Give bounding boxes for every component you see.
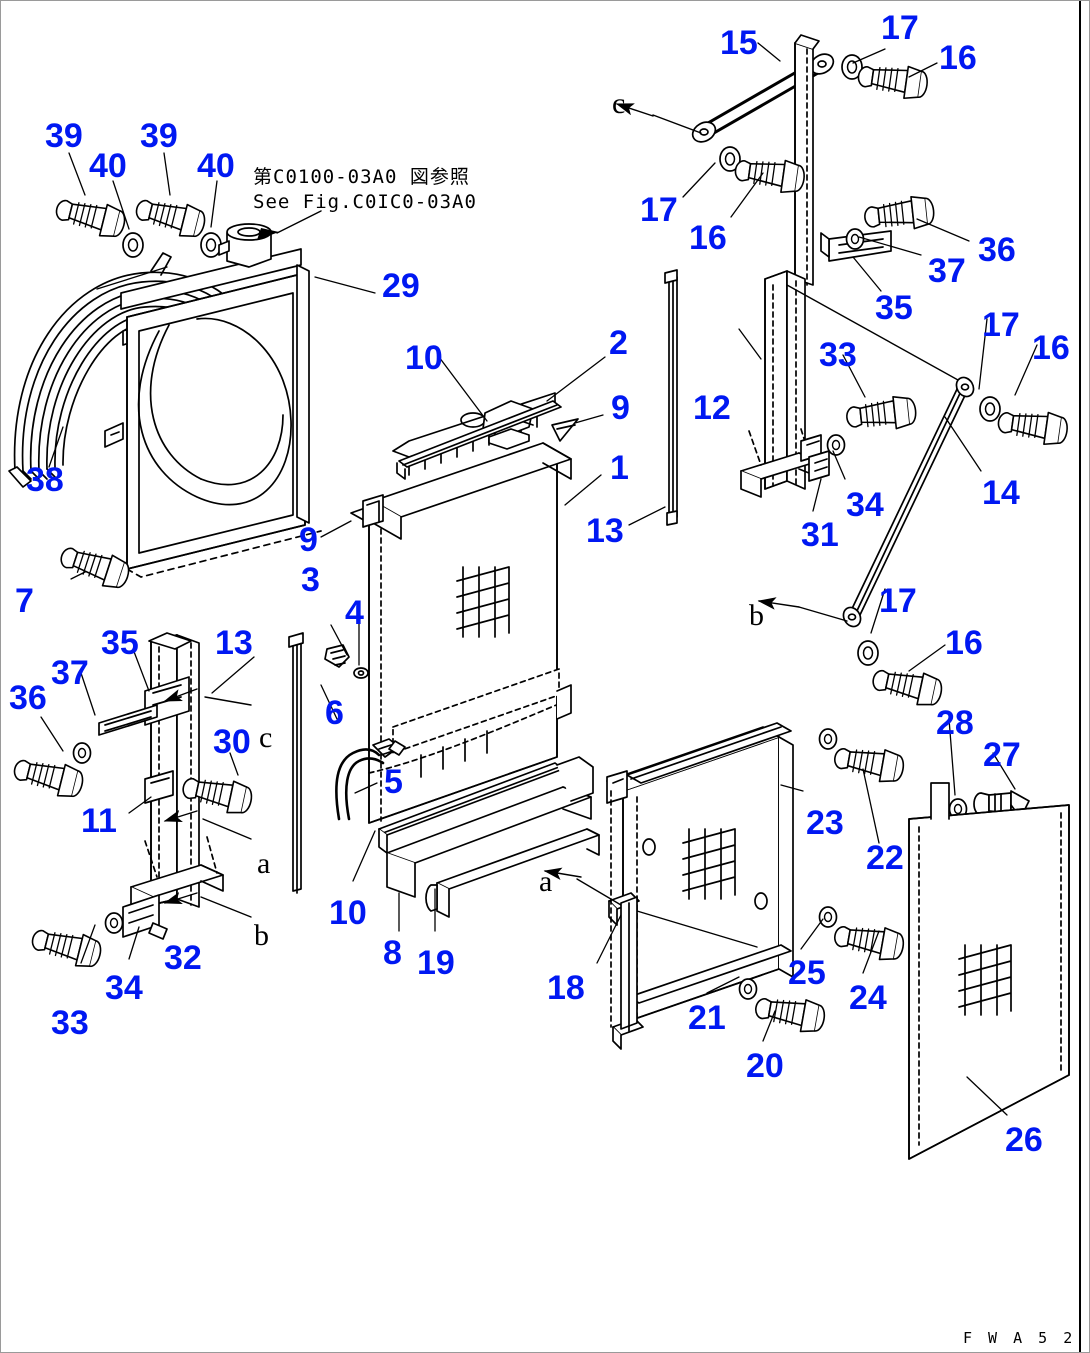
callout-number-21: 21 — [688, 999, 726, 1037]
callout-number-8: 8 — [383, 934, 402, 972]
section-marker-c: c — [612, 87, 626, 120]
callout-number-17: 17 — [640, 191, 678, 229]
callout-number-19: 19 — [417, 944, 455, 982]
callout-number-15: 15 — [720, 24, 758, 62]
callout-number-17: 17 — [879, 582, 917, 620]
callout-number-34: 34 — [846, 486, 884, 524]
callout-number-37: 37 — [51, 654, 89, 692]
callout-number-1: 1 — [610, 449, 629, 487]
callout-number-34: 34 — [105, 969, 143, 1007]
callout-number-36: 36 — [9, 679, 47, 717]
callout-number-23: 23 — [806, 804, 844, 842]
reference-note: 第C0100-03A0 図参照 See Fig.C0IC0-03A0 — [253, 165, 477, 215]
callout-number-17: 17 — [982, 306, 1020, 344]
reference-note-en: See Fig.C0IC0-03A0 — [253, 191, 477, 213]
callout-number-14: 14 — [982, 474, 1020, 512]
callout-number-6: 6 — [325, 694, 344, 732]
callout-number-40: 40 — [197, 147, 235, 185]
reference-note-jp: 第C0100-03A0 図参照 — [253, 166, 470, 188]
callout-number-10: 10 — [329, 894, 367, 932]
callout-number-31: 31 — [801, 516, 839, 554]
callout-number-16: 16 — [689, 219, 727, 257]
callout-number-26: 26 — [1005, 1121, 1043, 1159]
callout-number-2: 2 — [609, 324, 628, 362]
section-marker-b: b — [749, 599, 764, 632]
right-margin-rule — [1079, 1, 1081, 1352]
callout-number-25: 25 — [788, 954, 826, 992]
drawing-code: F W A 5 2 5 4 — [963, 1329, 1089, 1347]
callout-number-13: 13 — [215, 624, 253, 662]
callout-number-40: 40 — [89, 147, 127, 185]
section-marker-a: a — [257, 847, 271, 880]
callout-number-16: 16 — [945, 624, 983, 662]
callout-number-9: 9 — [299, 521, 318, 559]
section-marker-a: a — [539, 865, 553, 898]
callout-number-28: 28 — [936, 704, 974, 742]
callout-number-33: 33 — [51, 1004, 89, 1042]
callout-number-9: 9 — [611, 389, 630, 427]
section-marker-b: b — [254, 919, 269, 952]
callout-number-17: 17 — [881, 9, 919, 47]
callout-number-12: 12 — [693, 389, 731, 427]
callout-number-5: 5 — [384, 763, 403, 801]
callout-number-37: 37 — [928, 252, 966, 290]
callout-number-35: 35 — [875, 289, 913, 327]
section-marker-c: c — [259, 721, 273, 754]
callout-number-16: 16 — [939, 39, 977, 77]
callout-number-20: 20 — [746, 1047, 784, 1085]
callout-number-32: 32 — [164, 939, 202, 977]
callout-number-13: 13 — [586, 512, 624, 550]
callout-number-33: 33 — [819, 336, 857, 374]
callout-number-4: 4 — [345, 594, 364, 632]
callout-number-38: 38 — [26, 461, 64, 499]
callout-number-11: 11 — [81, 802, 117, 840]
callout-number-39: 39 — [140, 117, 178, 155]
callout-number-24: 24 — [849, 979, 887, 1017]
callout-number-36: 36 — [978, 231, 1016, 269]
callout-number-30: 30 — [213, 723, 251, 761]
callout-number-29: 29 — [382, 267, 420, 305]
callout-number-22: 22 — [866, 839, 904, 877]
callout-number-3: 3 — [301, 561, 320, 599]
callout-number-10: 10 — [405, 339, 443, 377]
callout-number-18: 18 — [547, 969, 585, 1007]
callout-number-39: 39 — [45, 117, 83, 155]
callout-number-7: 7 — [15, 582, 34, 620]
callout-number-27: 27 — [983, 736, 1021, 774]
callout-number-16: 16 — [1032, 329, 1070, 367]
callout-number-35: 35 — [101, 624, 139, 662]
